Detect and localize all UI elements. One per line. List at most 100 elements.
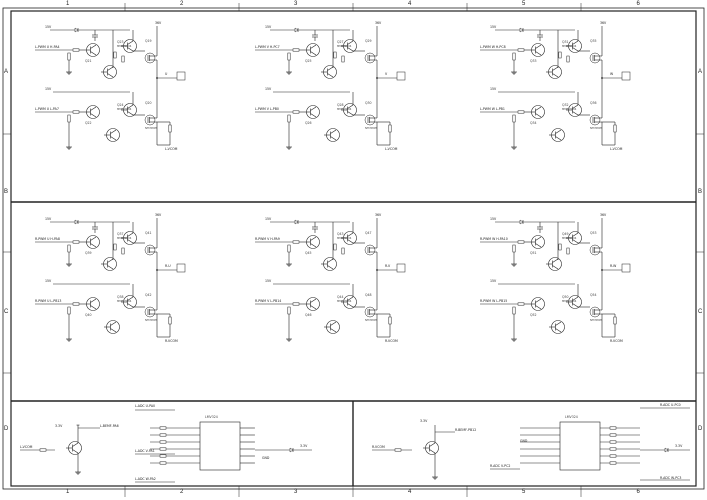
bjt-collector	[127, 104, 134, 109]
vcom-input-label: R-VCOM	[372, 445, 385, 449]
bjt-emitter	[429, 449, 436, 454]
resistor-symbol	[121, 247, 125, 255]
row-label: A	[4, 68, 9, 75]
diode-symbol	[519, 219, 524, 225]
diode-symbol	[289, 447, 294, 453]
bjt-collector	[535, 44, 542, 49]
bjt-collector	[110, 321, 117, 326]
mosfet-symbol	[144, 244, 156, 256]
bjt-collector	[330, 129, 337, 134]
phase-box	[176, 71, 186, 81]
resistor-symbol	[72, 48, 80, 52]
resistor-symbol	[67, 114, 71, 123]
phase-box	[176, 263, 186, 273]
mosfet-symbol	[364, 244, 376, 256]
mosfet-symbol	[144, 306, 156, 318]
mosfet-symbol	[589, 306, 601, 318]
bjt-collector	[107, 258, 114, 263]
transistor-ref: Q24	[117, 103, 124, 107]
bjt-collector	[535, 236, 542, 241]
bjt-collector	[310, 44, 317, 49]
supply-label: 15V	[265, 217, 272, 221]
bjt-emitter	[552, 73, 559, 78]
adc-label: L-ADC V-PA1	[135, 449, 155, 453]
resistor-symbol	[341, 55, 345, 63]
bjt-collector	[90, 44, 97, 49]
pwm-input-label: R-PWM W H-PA10	[480, 237, 508, 241]
mosfet-symbol	[589, 114, 601, 126]
phase-node-label: R-W	[610, 264, 617, 268]
column-label: 1	[66, 489, 70, 495]
mosfet-ref: Q54	[590, 293, 597, 297]
transistor-part: MMBT3904	[117, 300, 132, 303]
vcc-label: 3.3V	[55, 424, 63, 428]
bjt-emitter	[572, 303, 579, 308]
phase-box	[621, 71, 631, 81]
bjt-emitter	[107, 265, 114, 270]
bjt-emitter	[535, 113, 542, 118]
transistor-part: MMBT3904	[337, 300, 352, 303]
mosfet-symbol	[144, 52, 156, 64]
bjt-collector	[310, 236, 317, 241]
resistor-symbol	[113, 51, 117, 59]
column-label: 1	[66, 1, 70, 7]
phase-node-label: U	[165, 72, 168, 76]
mosfet-symbol	[589, 52, 601, 64]
bjt-emitter	[330, 136, 337, 141]
adc-label: L-ADC W-PA2	[135, 477, 156, 481]
gnd-label: GND	[520, 439, 528, 443]
resistor-symbol	[512, 114, 516, 123]
column-label: 5	[522, 1, 526, 7]
outer-border	[2, 7, 705, 490]
transistor-ref: Q45	[305, 251, 312, 255]
pwm-input-label: L-PWM W H-PC8	[480, 45, 506, 49]
bjt-emitter	[90, 113, 97, 118]
resistor-symbol	[558, 243, 562, 251]
resistor-symbol	[292, 110, 300, 114]
bjt-emitter	[327, 73, 334, 78]
pwm-input-label: R-PWM V L-PB14	[255, 299, 282, 303]
resistor-symbol	[566, 55, 570, 63]
transistor-ref: Q39	[85, 251, 92, 255]
transistor-part: MMBT3904	[117, 237, 132, 240]
bjt-collector	[72, 442, 79, 447]
transistor-ref: Q26	[305, 121, 312, 125]
pwm-input-label: R-PWM V H-PA9	[255, 237, 280, 241]
bjt-collector	[110, 129, 117, 134]
supply-label: 36V	[375, 21, 382, 25]
bjt-collector	[327, 258, 334, 263]
resistor-symbol	[558, 51, 562, 59]
bjt-collector	[429, 442, 436, 447]
resistor-symbol	[292, 240, 300, 244]
resistor-symbol	[159, 454, 167, 458]
transistor-ref: Q21	[85, 59, 92, 63]
bemf-net-label: R-BEMF-PB12	[455, 428, 477, 432]
bjt-emitter	[347, 111, 354, 116]
column-label: 5	[522, 489, 526, 495]
column-label: 6	[636, 489, 640, 495]
transistor-ref: Q50	[562, 295, 569, 299]
resistor-symbol	[159, 426, 167, 430]
supply-label: 15V	[265, 25, 272, 29]
opamp-ic	[199, 421, 241, 471]
resistor-symbol	[517, 302, 525, 306]
diode-symbol	[519, 27, 524, 33]
mosfet-ref: Q29	[365, 39, 372, 43]
pwm-input-label: L-PWM U L-PA7	[35, 107, 59, 111]
transistor-ref: Q33	[530, 59, 537, 63]
transistor-ref: Q43	[337, 232, 344, 236]
vcom-label: R-VCOM	[385, 339, 398, 343]
mosfet-ref: Q53	[590, 231, 597, 235]
resistor-symbol	[67, 52, 71, 61]
resistor-symbol	[333, 243, 337, 251]
resistor-symbol	[168, 316, 172, 325]
bjt-emitter	[310, 305, 317, 310]
transistor-part: MMBT3904	[562, 300, 577, 303]
supply-label: 36V	[600, 21, 607, 25]
transistor-ref: Q37	[117, 232, 124, 236]
phase-box	[396, 263, 406, 273]
vcc-label: 3.3V	[420, 419, 428, 423]
bjt-collector	[535, 298, 542, 303]
bjt-emitter	[310, 243, 317, 248]
bjt-emitter	[90, 243, 97, 248]
